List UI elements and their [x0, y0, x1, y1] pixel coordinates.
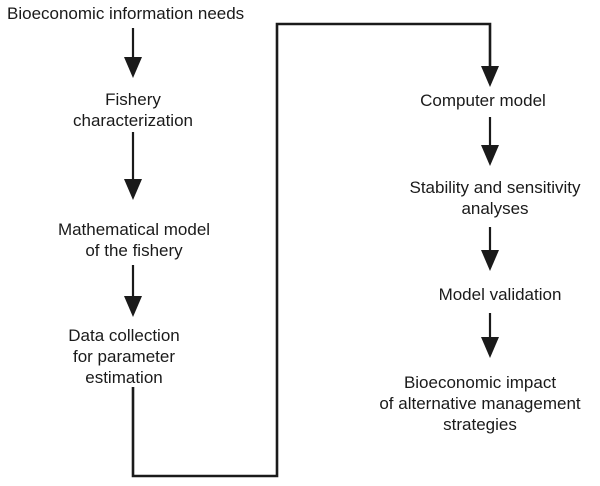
node-fishery-characterization: Fishery characterization	[33, 89, 233, 131]
node-stability-sensitivity: Stability and sensitivity analyses	[385, 177, 600, 219]
node-bioeconomic-information-needs: Bioeconomic information needs	[7, 3, 244, 24]
node-data-collection: Data collection for parameter estimation	[24, 325, 224, 388]
arrow-fishery-to-math-model	[124, 132, 142, 200]
arrow-validation-to-impact	[481, 313, 499, 358]
node-label-line: Model validation	[438, 285, 562, 304]
node-label-line: for parameter	[72, 347, 176, 366]
arrow-stability-to-validation	[481, 227, 499, 271]
node-computer-model: Computer model	[373, 90, 593, 111]
node-label-line: estimation	[85, 368, 163, 387]
arrow-computer-model-to-stability	[481, 117, 499, 166]
node-model-validation: Model validation	[390, 284, 600, 305]
node-bioeconomic-impact: Bioeconomic impact of alternative manage…	[365, 372, 595, 435]
node-label-line: strategies	[443, 415, 517, 434]
node-label-line: characterization	[72, 111, 193, 130]
node-label-line: Fishery	[105, 90, 161, 109]
arrow-needs-to-fishery	[124, 28, 142, 78]
node-label-line: Bioeconomic impact	[403, 373, 557, 392]
connector-data-collection-to-computer-model	[131, 22, 499, 478]
node-label-line: of alternative management	[379, 394, 581, 413]
node-label-line: Computer model	[420, 91, 546, 110]
node-label-line: Mathematical model	[57, 220, 211, 239]
node-label-line: of the fishery	[85, 241, 183, 260]
node-label-line: Stability and sensitivity	[409, 178, 581, 197]
node-label-line: Bioeconomic information needs	[7, 4, 245, 23]
arrow-math-model-to-data-collection	[124, 265, 142, 317]
node-label-line: analyses	[461, 199, 529, 218]
node-label-line: Data collection	[68, 326, 180, 345]
node-mathematical-model: Mathematical model of the fishery	[34, 219, 234, 261]
